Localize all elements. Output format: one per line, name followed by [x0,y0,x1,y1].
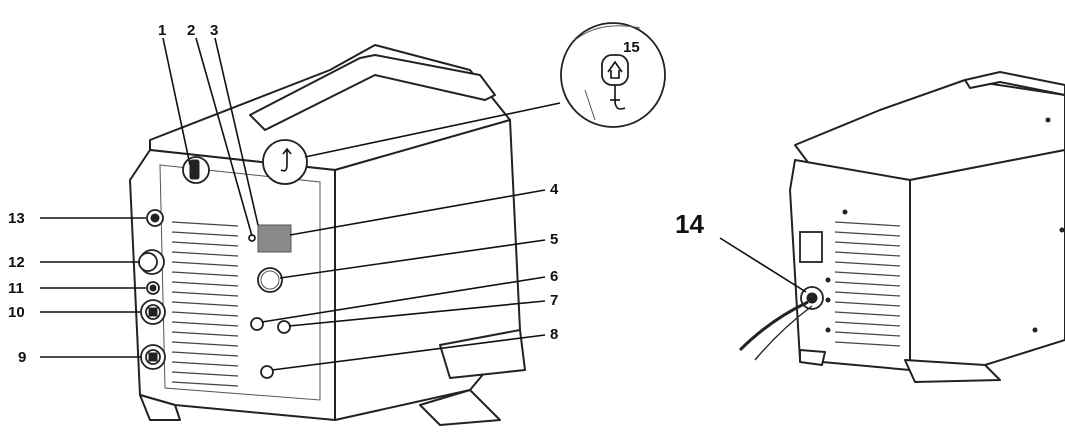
callout-8: 8 [550,326,558,343]
rear-unit-foot-left [799,349,826,366]
connector-6 [250,317,264,331]
front-unit-side [334,119,521,421]
terminal-9 [140,344,166,370]
callout-2: 2 [187,22,195,39]
rear-vent-grille [834,221,901,347]
connector-8 [260,365,274,379]
connector-7 [277,320,291,334]
callout-4: 4 [550,181,559,198]
front-unit-handle [249,54,496,131]
front-vent-grille [171,221,239,387]
callout-13: 13 [8,210,25,227]
front-unit-foot-right [419,389,501,426]
main-switch [182,156,210,184]
callout-10: 10 [8,304,25,321]
leader-lines [40,37,807,371]
zoom-connector-line [304,102,561,158]
callout-7: 7 [550,292,558,309]
power-cable [738,300,809,352]
rear-unit-face [789,159,911,371]
rear-unit-foot-right [904,359,1001,383]
callout-12: 12 [8,254,25,271]
socket-11 [146,281,160,295]
front-unit [129,44,526,426]
rear-label-plate [799,231,823,263]
terminal-10 [140,299,166,325]
callout-15: 15 [623,39,640,56]
callout-5: 5 [550,231,558,248]
callout-1: 1 [158,22,166,39]
display-panel-4 [257,224,292,253]
callout-14: 14 [675,209,704,239]
callout-6: 6 [550,268,558,285]
rear-unit-side [909,149,1065,366]
hook-zoom-detail [560,22,666,128]
rear-unit-handle [964,71,1065,96]
callout-3: 3 [210,22,218,39]
knob-12 [138,249,165,275]
front-unit-foot-left [139,394,181,421]
callout-11: 11 [8,280,24,297]
callout-9: 9 [18,349,26,366]
power-cable-edge [754,305,813,361]
callout-labels: 1 2 3 4 5 6 7 8 9 10 11 12 13 14 15 [8,22,704,366]
lifting-hook-spot [262,139,308,185]
knob-5 [257,267,283,293]
rear-unit [738,71,1065,383]
hook-icon [601,54,629,110]
connector-13 [146,209,164,227]
front-unit-foot-back [439,329,526,379]
